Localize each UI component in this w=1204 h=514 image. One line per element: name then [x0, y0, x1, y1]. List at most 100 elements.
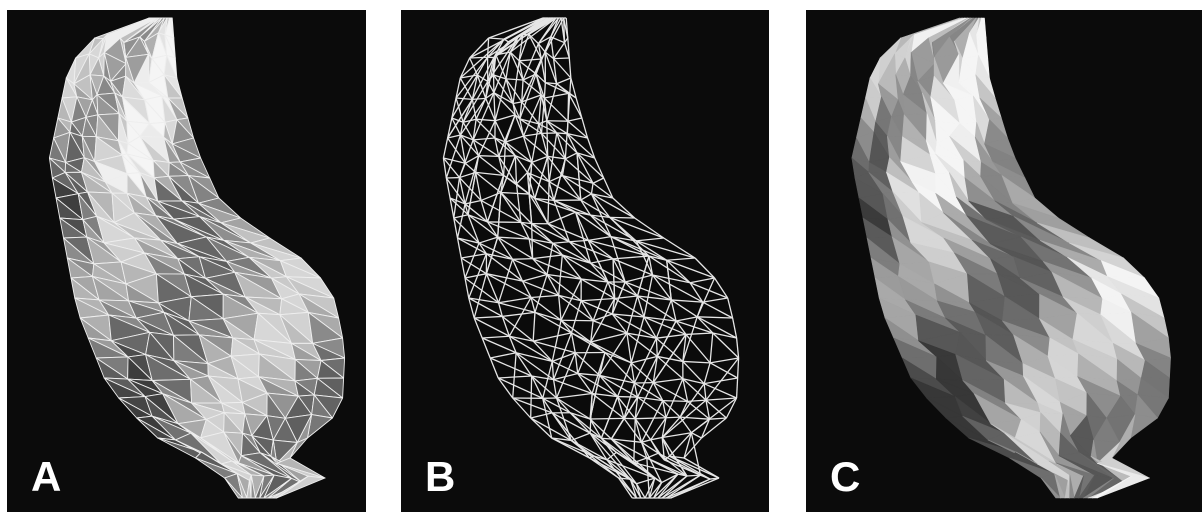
wireframe-edge: [662, 432, 692, 439]
wireframe-edge: [569, 241, 614, 260]
wireframe-edge: [590, 193, 612, 237]
wireframe-edge: [689, 277, 715, 284]
wireframe-edge: [564, 158, 594, 184]
wireframe-edge: [612, 258, 616, 299]
wireframe-edge: [505, 78, 523, 103]
wireframe-edge: [462, 118, 477, 123]
wireframe-edge: [556, 397, 591, 420]
wireframe-edge: [472, 92, 495, 141]
wireframe-edge: [497, 377, 514, 399]
surface-facet: [1069, 474, 1075, 499]
wireframe-edge: [560, 319, 572, 334]
surface-facet: [1078, 474, 1095, 499]
wireframe-edge: [521, 58, 542, 103]
wireframe-edge: [487, 221, 530, 240]
wireframe-edge: [592, 392, 618, 398]
wireframe-edge: [544, 92, 569, 99]
wireframe-edge: [610, 236, 626, 283]
wireframe-edge: [634, 217, 665, 239]
wireframe-edge: [538, 94, 542, 124]
wireframe-edge: [655, 338, 658, 357]
wireframe-edge: [481, 337, 491, 359]
wireframe-edge: [617, 396, 636, 420]
wireframe-edge: [472, 119, 477, 140]
wireframe-edge: [662, 400, 681, 418]
wireframe-edge: [652, 356, 658, 383]
wireframe-edge: [459, 57, 471, 79]
wireframe-edge: [482, 335, 510, 339]
wireframe-edge: [589, 418, 612, 440]
wireframe-edge: [553, 199, 591, 216]
wireframe-edge: [497, 377, 543, 399]
wireframe-edge: [512, 257, 533, 260]
wireframe-edge: [600, 437, 635, 464]
wireframe-edge: [636, 356, 658, 398]
wireframe-edge: [551, 360, 578, 375]
wireframe-edge: [590, 193, 611, 218]
wireframe-edge: [523, 132, 542, 137]
wireframe-edge: [654, 477, 662, 484]
wireframe-edge: [530, 412, 553, 419]
wireframe-edge: [505, 141, 533, 163]
wireframe-edge: [709, 417, 727, 420]
wireframe-edge: [467, 214, 480, 244]
wireframe-edge: [529, 238, 553, 244]
wireframe-edge: [460, 74, 478, 79]
wireframe-edge: [558, 254, 563, 296]
wireframe-edge: [569, 239, 589, 243]
wireframe-edge: [516, 172, 528, 185]
wireframe-edge: [489, 357, 499, 379]
wireframe-edge: [538, 120, 548, 125]
wireframe-edge: [556, 132, 578, 154]
wireframe-edge: [498, 156, 518, 185]
wireframe-edge: [599, 374, 635, 384]
wireframe-edge: [703, 383, 707, 401]
wireframe-edge: [656, 333, 687, 339]
wireframe-edge: [637, 396, 663, 402]
wireframe-edge: [518, 34, 530, 62]
wireframe-edge: [490, 352, 517, 359]
wireframe-edge: [473, 317, 483, 339]
mesh-triangle: [224, 477, 244, 499]
wireframe-edge: [641, 441, 659, 454]
wireframe-edge: [626, 295, 639, 334]
wireframe-edge: [503, 38, 509, 43]
wireframe-edge: [690, 418, 710, 434]
wireframe-edge: [562, 175, 592, 195]
wireframe-edge: [589, 457, 619, 479]
wireframe-edge: [522, 135, 533, 163]
wireframe-edge: [562, 254, 591, 264]
wireframe-edge: [511, 259, 524, 282]
wireframe-edge: [576, 152, 582, 201]
wireframe-edge: [486, 221, 499, 238]
wireframe-edge: [565, 152, 578, 160]
wireframe-edge: [567, 133, 588, 139]
wireframe-edge: [453, 177, 461, 219]
wireframe-edge: [612, 258, 626, 283]
wireframe-edge: [591, 193, 613, 199]
wireframe-edge: [538, 36, 552, 45]
wireframe-edge: [590, 183, 594, 194]
wireframe-edge: [588, 239, 650, 257]
wireframe-edge: [589, 432, 608, 461]
wireframe-edge: [694, 257, 716, 279]
wireframe-edge: [683, 432, 692, 459]
wireframe-edge: [552, 379, 558, 399]
wireframe-edge: [530, 223, 534, 259]
wireframe-edge: [505, 141, 516, 157]
wireframe-edge: [653, 378, 683, 384]
wireframe-edge: [512, 258, 548, 276]
wireframe-edge: [610, 418, 625, 440]
wireframe-edge: [657, 355, 683, 363]
wireframe-edge: [643, 274, 654, 318]
wireframe-edge: [612, 258, 653, 276]
mesh-triangle: [263, 477, 292, 499]
wireframe-edge: [528, 193, 533, 224]
wireframe-edge: [509, 335, 553, 362]
wireframe-edge: [616, 396, 625, 419]
wireframe-edge: [648, 255, 667, 261]
wireframe-edge: [486, 253, 513, 260]
wireframe-edge: [515, 352, 533, 377]
wireframe-edge: [687, 400, 710, 420]
wireframe-edge: [626, 332, 632, 363]
